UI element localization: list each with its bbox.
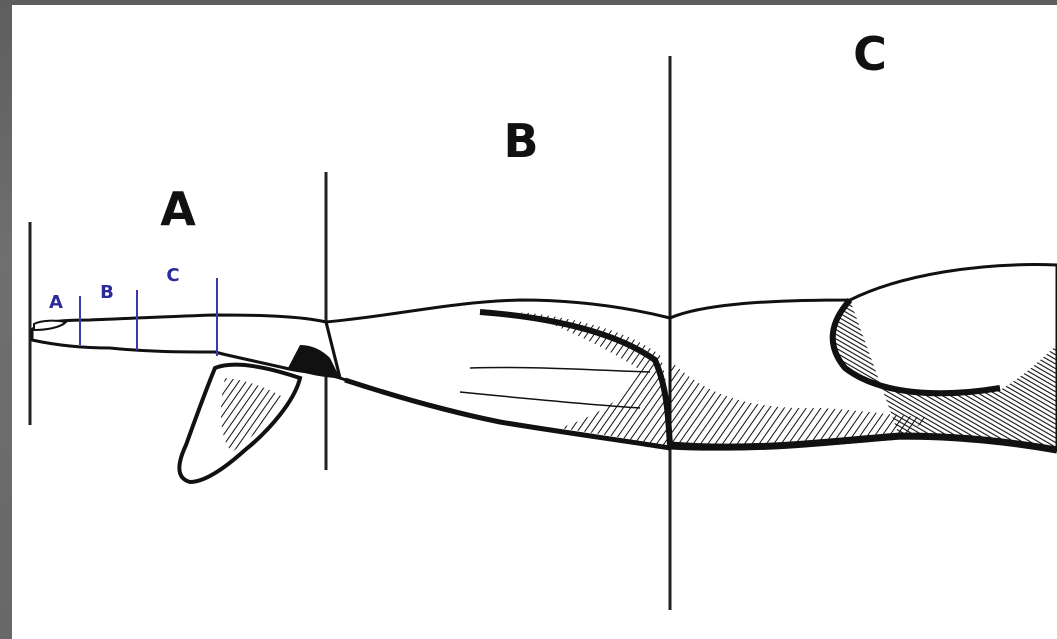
zone-label-b: B	[503, 114, 538, 168]
finger-label-c: C	[166, 265, 179, 286]
zone-label-c: C	[853, 27, 887, 81]
zone-label-a: A	[160, 182, 196, 236]
finger-label-b: B	[100, 282, 114, 303]
finger-label-a: A	[49, 292, 63, 313]
forearm-drawing	[326, 300, 670, 448]
upper-arm-drawing	[670, 265, 1057, 450]
hand-drawing	[32, 315, 340, 482]
